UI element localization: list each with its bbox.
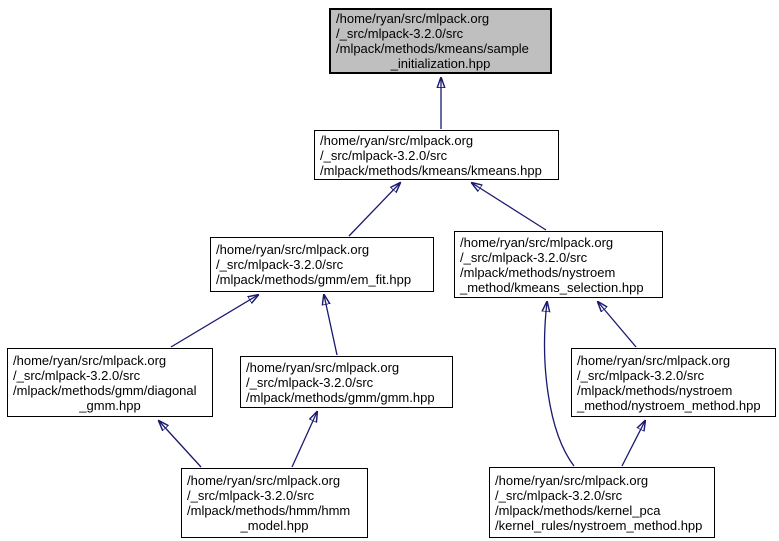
- node-path-line: /_src/mlpack-3.2.0/src: [460, 249, 588, 265]
- node-path-line: _method/nystroem_method.hpp: [577, 397, 761, 413]
- node-nystroem-method-hpp[interactable]: /home/ryan/src/mlpack.org /_src/mlpack-3…: [571, 348, 776, 417]
- node-path-line: /_src/mlpack-3.2.0/src: [187, 488, 315, 503]
- node-path-line: _model.hpp: [240, 518, 309, 533]
- node-kernel-pca-nystroem-method-hpp[interactable]: /home/ryan/src/mlpack.org /_src/mlpack-3…: [489, 467, 715, 538]
- node-sample-initialization-hpp: /home/ryan/src/mlpack.org /_src/mlpack-3…: [329, 8, 552, 74]
- edge-hmm-model-to-diagonal-gmm: [159, 421, 202, 468]
- edge-kmeans-selection-to-kmeans: [472, 183, 547, 231]
- node-path-line: /home/ryan/src/mlpack.org: [577, 352, 731, 368]
- node-path-line: /home/ryan/src/mlpack.org: [13, 352, 167, 368]
- node-hmm-model-hpp[interactable]: /home/ryan/src/mlpack.org /_src/mlpack-3…: [181, 468, 368, 538]
- node-path-line: /_src/mlpack-3.2.0/src: [246, 374, 374, 390]
- node-path-line: /home/ryan/src/mlpack.org: [336, 11, 490, 26]
- node-path-line: _initialization.hpp: [390, 56, 491, 71]
- node-path-line: /kernel_rules/nystroem_method.hpp: [495, 517, 703, 533]
- node-diagonal-gmm-hpp[interactable]: /home/ryan/src/mlpack.org /_src/mlpack-3…: [7, 348, 213, 417]
- node-path-line: /mlpack/methods/kmeans/kmeans.hpp: [320, 162, 542, 178]
- node-em-fit-hpp[interactable]: /home/ryan/src/mlpack.org /_src/mlpack-3…: [210, 237, 434, 292]
- edge-hmm-model-to-gmm: [291, 412, 317, 468]
- node-path-line: /_src/mlpack-3.2.0/src: [495, 487, 623, 503]
- edge-kernel-pca-to-kmeans-selection: [545, 302, 575, 467]
- node-path-line: /_src/mlpack-3.2.0/src: [577, 367, 705, 383]
- node-path-line: /mlpack/methods/gmm/gmm.hpp: [246, 389, 435, 405]
- node-path-line: /mlpack/methods/nystroem: [577, 382, 733, 398]
- node-path-line: /mlpack/methods/hmm/hmm: [187, 503, 351, 518]
- node-gmm-hpp[interactable]: /home/ryan/src/mlpack.org /_src/mlpack-3…: [240, 356, 453, 408]
- node-kmeans-selection-hpp[interactable]: /home/ryan/src/mlpack.org /_src/mlpack-3…: [454, 231, 663, 298]
- node-path-line: /home/ryan/src/mlpack.org: [460, 234, 614, 250]
- node-path-line: /home/ryan/src/mlpack.org: [495, 472, 649, 488]
- node-path-line: /home/ryan/src/mlpack.org: [187, 473, 341, 488]
- node-path-line: /mlpack/methods/nystroem: [460, 264, 616, 280]
- node-path-line: /mlpack/methods/gmm/em_fit.hpp: [216, 272, 412, 287]
- edge-kernel-pca-to-nystroem-method: [621, 421, 645, 467]
- node-path-line: /mlpack/methods/gmm/diagonal: [13, 382, 197, 398]
- node-path-line: /_src/mlpack-3.2.0/src: [320, 147, 448, 163]
- edge-gmm-to-em-fit: [324, 295, 338, 356]
- node-path-line: /_src/mlpack-3.2.0/src: [216, 257, 344, 272]
- node-path-line: /mlpack/methods/kernel_pca: [495, 502, 661, 518]
- node-path-line: /_src/mlpack-3.2.0/src: [336, 26, 464, 41]
- node-path-line: /home/ryan/src/mlpack.org: [320, 132, 474, 148]
- edge-em-fit-to-kmeans: [348, 183, 400, 237]
- node-path-line: /home/ryan/src/mlpack.org: [246, 359, 400, 375]
- node-path-line: /mlpack/methods/kmeans/sample: [336, 41, 529, 56]
- node-kmeans-hpp[interactable]: /home/ryan/src/mlpack.org /_src/mlpack-3…: [314, 130, 559, 180]
- node-path-line: _gmm.hpp: [79, 397, 141, 413]
- node-path-line: _method/kmeans_selection.hpp: [460, 279, 644, 295]
- edge-diagonal-gmm-to-em-fit: [170, 295, 258, 348]
- node-path-line: /home/ryan/src/mlpack.org: [216, 242, 370, 257]
- edge-nystroem-method-to-kmeans-selection: [598, 302, 637, 348]
- node-path-line: /_src/mlpack-3.2.0/src: [13, 367, 141, 383]
